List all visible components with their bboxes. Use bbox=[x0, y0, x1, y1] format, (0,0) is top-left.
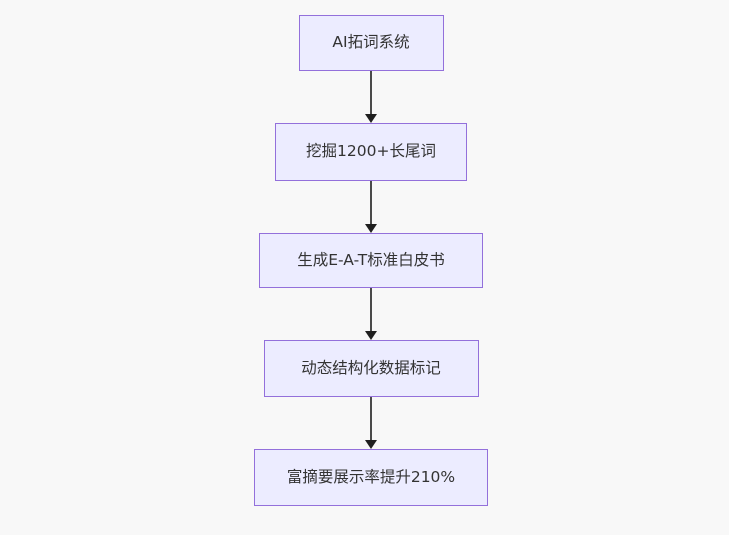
arrow-down-icon bbox=[365, 331, 377, 340]
flow-node-label: 富摘要展示率提升210% bbox=[286, 467, 456, 486]
arrow-line bbox=[370, 71, 372, 114]
flow-edge-4 bbox=[365, 397, 377, 449]
flow-node-rich-snippet-result: 富摘要展示率提升210% bbox=[254, 449, 488, 506]
flow-node-structured-data: 动态结构化数据标记 bbox=[263, 340, 479, 397]
flow-edge-3 bbox=[365, 288, 377, 340]
arrow-down-icon bbox=[365, 114, 377, 123]
arrow-down-icon bbox=[365, 224, 377, 233]
arrow-down-icon bbox=[365, 440, 377, 449]
flow-node-label: 挖掘1200+长尾词 bbox=[306, 142, 436, 161]
flow-node-ai-word-system: AI拓词系统 bbox=[298, 15, 444, 71]
flow-node-label: 动态结构化数据标记 bbox=[301, 358, 441, 377]
flowchart: AI拓词系统 挖掘1200+长尾词 生成E-A-T标准白皮书 动态结构化数据标记 bbox=[254, 15, 488, 506]
flow-node-eat-whitepaper: 生成E-A-T标准白皮书 bbox=[259, 233, 483, 288]
arrow-line bbox=[370, 181, 372, 224]
arrow-line bbox=[370, 288, 372, 331]
flow-edge-1 bbox=[365, 71, 377, 123]
flow-node-longtail-mining: 挖掘1200+长尾词 bbox=[275, 123, 467, 181]
flow-edge-2 bbox=[365, 181, 377, 233]
flow-node-label: 生成E-A-T标准白皮书 bbox=[297, 250, 445, 269]
arrow-line bbox=[370, 397, 372, 440]
flow-node-label: AI拓词系统 bbox=[332, 33, 410, 52]
